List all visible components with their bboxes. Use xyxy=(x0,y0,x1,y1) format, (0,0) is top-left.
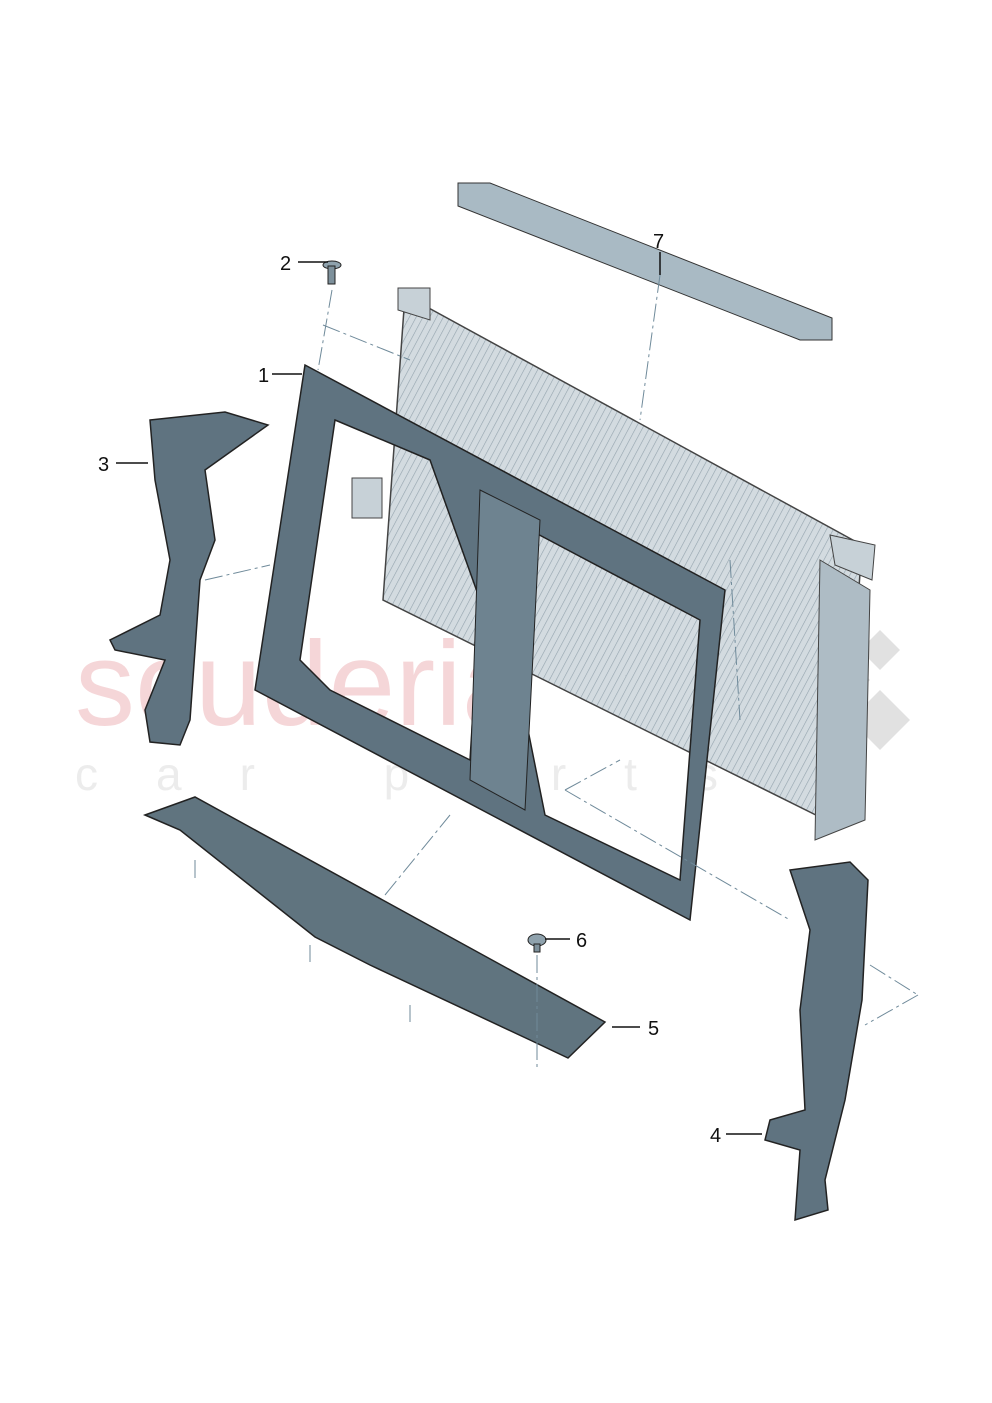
part-5-lower-deflector[interactable] xyxy=(142,796,607,1059)
callout-label-1: 1 xyxy=(258,365,269,387)
callout-label-7: 7 xyxy=(653,231,664,253)
part-2-screw[interactable] xyxy=(322,260,342,285)
callout-label-4: 4 xyxy=(710,1125,721,1147)
part-4-air-guide-right[interactable] xyxy=(764,861,869,1222)
leader-lines xyxy=(194,274,919,1070)
callout-label-2: 2 xyxy=(280,253,291,275)
callout-label-6: 6 xyxy=(576,930,587,952)
part-6-clip[interactable] xyxy=(527,933,547,953)
callout-lines xyxy=(116,252,762,1135)
part-7-foam-strip[interactable] xyxy=(457,182,833,341)
part-1-radiator-frame[interactable] xyxy=(254,363,726,922)
part-3-air-guide-left[interactable] xyxy=(108,411,270,746)
callout-label-5: 5 xyxy=(648,1018,659,1040)
callout-label-3: 3 xyxy=(98,454,109,476)
